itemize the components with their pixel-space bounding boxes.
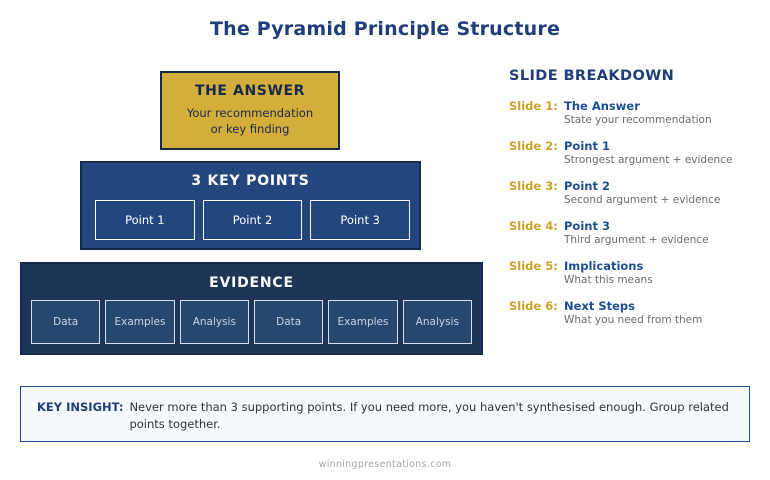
key-point-box: Point 3 (310, 200, 411, 240)
slide-description: What you need from them (564, 314, 703, 326)
evidence-box: Examples (105, 300, 175, 344)
slide-breakdown-item: Slide 3: Point 2 Second argument + evide… (509, 179, 759, 206)
evidence-box: Data (253, 300, 324, 344)
footer-watermark: winningpresentations.com (318, 459, 452, 470)
page-title: The Pyramid Principle Structure (209, 18, 561, 40)
slide-breakdown-item-line: Slide 2: Point 1 (509, 139, 759, 153)
slide-breakdown-item: Slide 6: Next Steps What you need from t… (509, 299, 759, 326)
slide-breakdown-item: Slide 4: Point 3 Third argument + eviden… (509, 219, 759, 246)
slide-breakdown-item-line: Slide 3: Point 2 (509, 179, 759, 193)
key-insight-line: KEY INSIGHT: Never more than 3 supportin… (37, 399, 733, 432)
slide-breakdown-item-line: Slide 5: Implications (509, 259, 759, 273)
slide-title-label: Point 1 (564, 139, 610, 153)
slide-description: Second argument + evidence (564, 194, 721, 206)
answer-heading: THE ANSWER (194, 83, 306, 100)
key-point-box: Point 2 (202, 200, 303, 240)
slide-breakdown-item: Slide 5: Implications What this means (509, 259, 759, 286)
slide-number-label: Slide 5: (509, 259, 558, 273)
key-points-row: Point 1 Point 2 Point 3 (95, 200, 411, 240)
slide-breakdown-title: SLIDE BREAKDOWN (509, 68, 675, 84)
slide-breakdown-item-line: Slide 1: The Answer (509, 99, 759, 113)
evidence-heading: EVIDENCE (209, 275, 294, 291)
slide-title-label: Point 2 (564, 179, 610, 193)
slide-number-label: Slide 1: (509, 99, 558, 113)
key-point-box: Point 1 (95, 200, 195, 240)
key-insight-box: KEY INSIGHT: Never more than 3 supportin… (20, 386, 750, 442)
evidence-row: Data Examples Analysis Data Examples Ana… (31, 300, 472, 344)
answer-subtext-line1: Your recommendation (186, 106, 314, 121)
evidence-box: Data (31, 300, 101, 344)
slide-title-label: Point 3 (564, 219, 610, 233)
slide-breakdown-item: Slide 1: The Answer State your recommend… (509, 99, 759, 126)
slide-title-label: Next Steps (564, 299, 635, 313)
slide-breakdown-item-line: Slide 6: Next Steps (509, 299, 759, 313)
key-points-heading: 3 KEY POINTS (191, 173, 310, 189)
evidence-box: Analysis (179, 300, 249, 344)
key-insight-text: Never more than 3 supporting points. If … (129, 400, 729, 431)
evidence-box: Examples (328, 300, 398, 344)
slide-description: What this means (564, 274, 653, 286)
slide-number-label: Slide 6: (509, 299, 558, 313)
slide-description: Third argument + evidence (564, 234, 709, 246)
slide-description: State your recommendation (564, 114, 712, 126)
pyramid-tier-evidence: EVIDENCE Data Examples Analysis Data Exa… (20, 262, 483, 355)
slide-number-label: Slide 2: (509, 139, 558, 153)
evidence-box: Analysis (402, 300, 472, 344)
slide-breakdown-item: Slide 2: Point 1 Strongest argument + ev… (509, 139, 759, 166)
slide-breakdown-panel: SLIDE BREAKDOWN Slide 1: The Answer Stat… (509, 68, 759, 339)
slide-number-label: Slide 3: (509, 179, 558, 193)
slide-title-label: Implications (564, 259, 644, 273)
slide-breakdown-item-line: Slide 4: Point 3 (509, 219, 759, 233)
answer-subtext-line2: or key finding (210, 122, 290, 136)
pyramid-tier-key-points: 3 KEY POINTS Point 1 Point 2 Point 3 (80, 161, 421, 250)
slide-number-label: Slide 4: (509, 219, 558, 233)
slide-title-label: The Answer (564, 99, 640, 113)
answer-subtext: Your recommendation or key finding (187, 106, 313, 137)
key-insight-label: KEY INSIGHT: (37, 400, 124, 414)
pyramid-tier-answer: THE ANSWER Your recommendation or key fi… (160, 71, 340, 150)
slide-description: Strongest argument + evidence (564, 154, 733, 166)
